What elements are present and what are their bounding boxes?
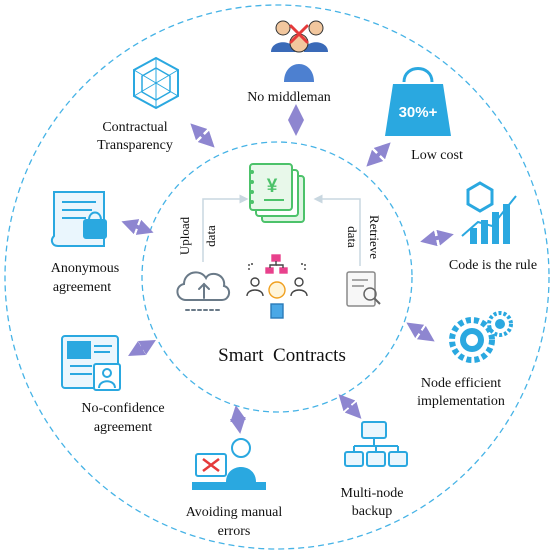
cloud-upload-icon — [176, 271, 230, 311]
network-tree-icon — [344, 421, 408, 467]
retrieve-data-label-group: data — [345, 226, 360, 248]
upload-data-label-group: data — [203, 225, 218, 247]
label-code-rule: Code is the rule — [449, 258, 537, 273]
inner-dashed-circle — [141, 141, 413, 413]
anonymous-book-icon — [50, 191, 107, 247]
center-title: Smart Contracts — [218, 345, 346, 366]
label-retrieve: Retrieve — [367, 215, 382, 259]
connector-arrows — [121, 104, 454, 434]
transparency-cube-icon — [133, 56, 179, 110]
label-manual-errors-1: Avoiding manual — [186, 505, 283, 520]
label-node-efficient-2: implementation — [417, 394, 505, 409]
gears-icon — [449, 311, 513, 363]
label-anonymous-2: agreement — [53, 280, 111, 295]
label-no-confidence-1: No-confidence — [81, 401, 164, 416]
yen-symbol: ¥ — [267, 176, 278, 197]
document-search-icon — [346, 271, 381, 307]
label-manual-errors-2: errors — [218, 524, 251, 539]
label-multi-node-1: Multi-node — [341, 486, 404, 501]
shopping-bag-icon — [385, 67, 451, 136]
label-multi-node-2: backup — [352, 504, 392, 519]
label-transparency-1: Contractual — [102, 120, 167, 135]
id-card-icon — [61, 335, 121, 391]
label-retrieve-data: data — [345, 226, 360, 248]
discount-badge: 30%+ — [399, 104, 438, 121]
center-flow-lines — [202, 194, 361, 266]
outer-dashed-circle — [4, 4, 550, 550]
upload-label-group: Upload — [177, 216, 192, 255]
label-anonymous-1: Anonymous — [51, 261, 119, 276]
label-transparency-2: Transparency — [97, 138, 173, 153]
network-people-icon — [246, 254, 308, 319]
label-upload-data: data — [203, 225, 218, 247]
person-at-desk-icon — [192, 438, 266, 490]
label-no-confidence-2: agreement — [94, 420, 152, 435]
label-low-cost: Low cost — [411, 148, 463, 163]
no-middleman-icon — [271, 20, 328, 82]
label-node-efficient-1: Node efficient — [421, 376, 501, 391]
label-upload: Upload — [177, 216, 192, 255]
retrieve-label-group: Retrieve — [367, 215, 382, 259]
contract-document-icon — [249, 163, 305, 223]
label-no-middleman: No middleman — [247, 90, 331, 105]
growth-chart-icon — [461, 181, 517, 244]
